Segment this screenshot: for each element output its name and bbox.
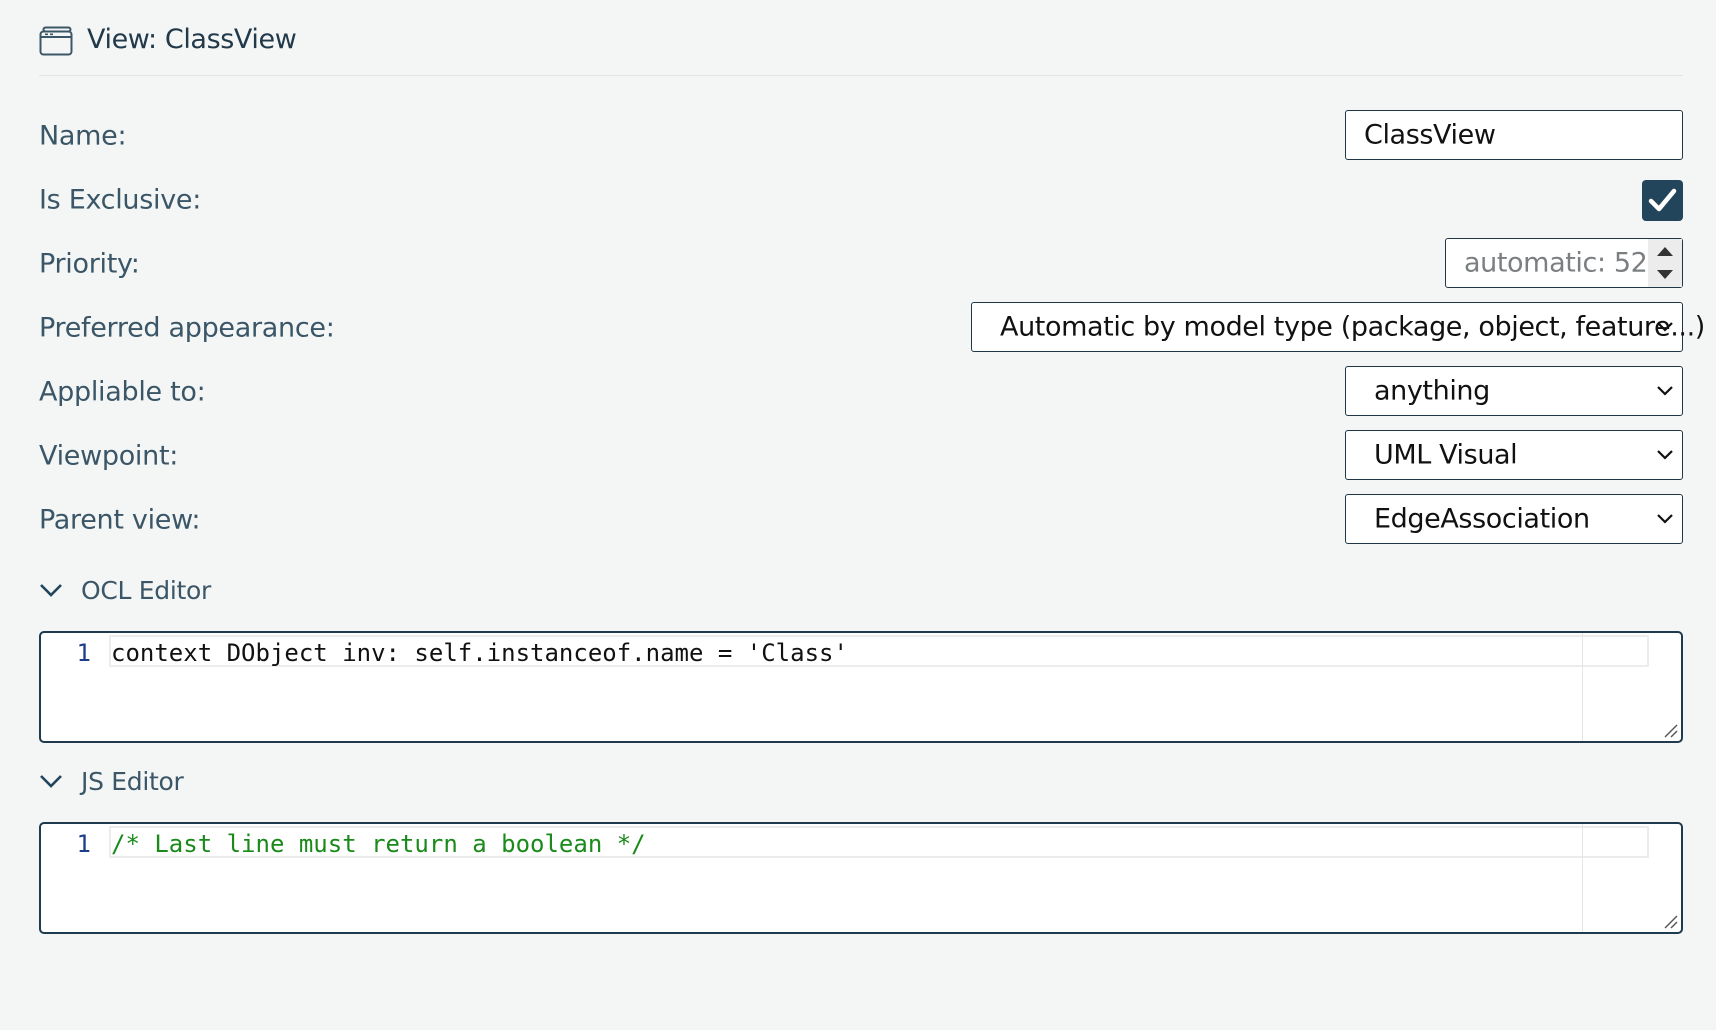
spin-down-icon[interactable] [1657,270,1673,279]
chevron-down-icon [40,584,62,597]
appearance-label: Preferred appearance: [39,312,335,344]
code-line[interactable]: /* Last line must return a boolean */ [111,830,646,858]
viewpoint-label: Viewpoint: [39,440,179,472]
viewpoint-select-value: UML Visual [1374,439,1518,471]
appearance-select[interactable]: Automatic by model type (package, object… [971,302,1705,352]
name-input-value: ClassView [1364,119,1496,151]
line-number: 1 [76,830,91,858]
parent-view-select-value: EdgeAssociation [1374,503,1590,535]
appliable-row: Appliable to: anything [39,366,1683,418]
chevron-down-icon [1657,450,1673,460]
parent-view-label: Parent view: [39,504,201,536]
checkmark-icon [1648,188,1677,212]
appearance-row: Preferred appearance: Automatic by model… [39,302,1705,354]
editor-scrollbar[interactable] [1582,633,1681,741]
resize-handle-icon[interactable] [1663,723,1679,739]
ocl-editor-title: OCL Editor [81,576,211,605]
line-number: 1 [76,639,91,667]
active-line-highlight [109,635,1649,667]
name-row: Name: ClassView [39,110,1683,162]
panel-header: View: ClassView [39,18,1683,76]
priority-label: Priority: [39,248,140,280]
appliable-select[interactable]: anything [1345,366,1683,416]
appliable-label: Appliable to: [39,376,206,408]
js-code-editor[interactable]: 1 /* Last line must return a boolean */ [39,822,1683,934]
viewpoint-select[interactable]: UML Visual [1345,430,1683,480]
js-editor-title: JS Editor [81,767,184,796]
chevron-down-icon [1657,514,1673,524]
viewpoint-row: Viewpoint: UML Visual [39,430,1683,482]
ocl-code-editor[interactable]: 1 context DObject inv: self.instanceof.n… [39,631,1683,743]
window-icon [39,26,73,56]
priority-row: Priority: automatic: 52 [39,238,1683,290]
parent-view-select[interactable]: EdgeAssociation [1345,494,1683,544]
parent-view-row: Parent view: EdgeAssociation [39,494,1683,546]
priority-input[interactable]: automatic: 52 [1445,238,1683,288]
name-input[interactable]: ClassView [1345,110,1683,160]
appearance-select-value: Automatic by model type (package, object… [1000,311,1705,343]
active-line-highlight [109,826,1649,858]
code-line[interactable]: context DObject inv: self.instanceof.nam… [111,639,848,667]
appliable-select-value: anything [1374,375,1490,407]
chevron-down-icon [40,775,62,788]
chevron-down-icon [1657,386,1673,396]
ocl-editor-toggle[interactable]: OCL Editor [39,572,239,612]
editor-scrollbar[interactable] [1582,824,1681,932]
js-editor-toggle[interactable]: JS Editor [39,763,239,803]
priority-spinner[interactable] [1648,239,1682,287]
name-label: Name: [39,120,127,152]
priority-placeholder: automatic: 52 [1464,247,1648,279]
exclusive-label: Is Exclusive: [39,184,201,216]
resize-handle-icon[interactable] [1663,914,1679,930]
exclusive-row: Is Exclusive: [39,174,1683,226]
chevron-down-icon [1657,322,1673,332]
page-title: View: ClassView [87,24,297,55]
exclusive-checkbox[interactable] [1642,180,1683,221]
spin-up-icon[interactable] [1657,247,1673,256]
